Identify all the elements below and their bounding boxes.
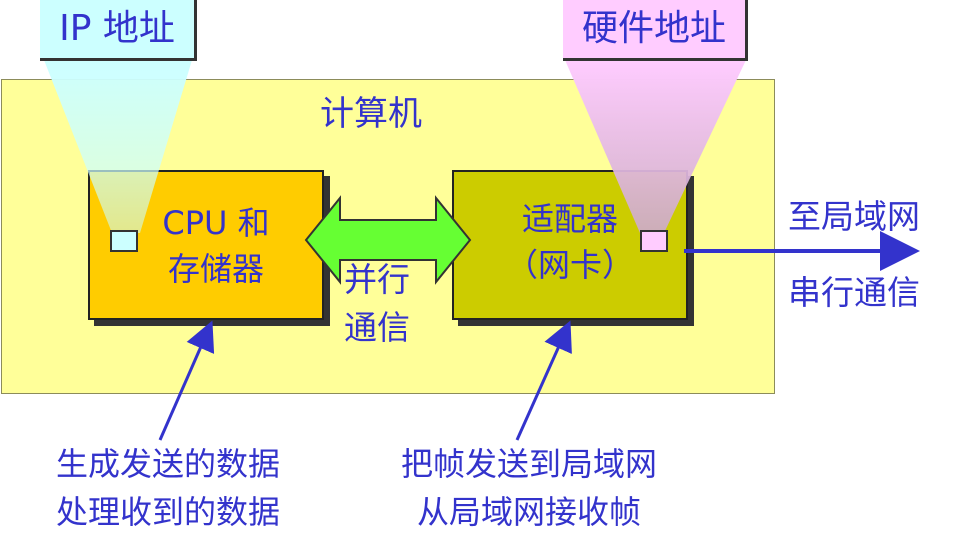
cpu-caption-line2: 处理收到的数据 [55, 493, 280, 531]
adapter-caption: 把帧发送到局域网 从局域网接收帧 [364, 440, 694, 536]
ip-address-beam [44, 60, 192, 233]
parallel-bus-arrow [304, 195, 472, 285]
ip-address-label: IP 地址 [40, 0, 197, 61]
adapter-pointer-arrow [515, 320, 572, 441]
adapter-box-line2: （网卡） [505, 246, 634, 284]
cpu-box-line2: 存储器 [167, 250, 264, 288]
adapter-box-line1: 适配器 [521, 200, 618, 238]
hardware-address-marker [640, 230, 668, 252]
cpu-pointer-arrow [158, 320, 215, 441]
parallel-comm-line1: 并行 [344, 260, 410, 299]
ip-address-marker [110, 230, 138, 252]
to-lan-label: 至局域网 [788, 197, 920, 236]
computer-label: 计算机 [320, 94, 422, 134]
cpu-box-text: CPU 和 存储器 [100, 200, 332, 292]
hardware-address-label: 硬件地址 [563, 0, 748, 61]
hardware-address-beam [565, 60, 746, 233]
cpu-memory-box: CPU 和 存储器 [88, 170, 324, 320]
cpu-caption-line1: 生成发送的数据 [55, 445, 280, 483]
cpu-caption: 生成发送的数据 处理收到的数据 [18, 440, 318, 536]
cpu-box-line1: CPU 和 [162, 204, 270, 242]
adapter-caption-line2: 从局域网接收帧 [416, 493, 641, 531]
parallel-comm-label: 并行 通信 [344, 256, 410, 352]
adapter-box-text: 适配器 （网卡） [454, 196, 686, 288]
serial-comm-label: 串行通信 [788, 273, 920, 312]
adapter-caption-line1: 把帧发送到局域网 [400, 445, 657, 483]
parallel-comm-line2: 通信 [344, 308, 410, 347]
